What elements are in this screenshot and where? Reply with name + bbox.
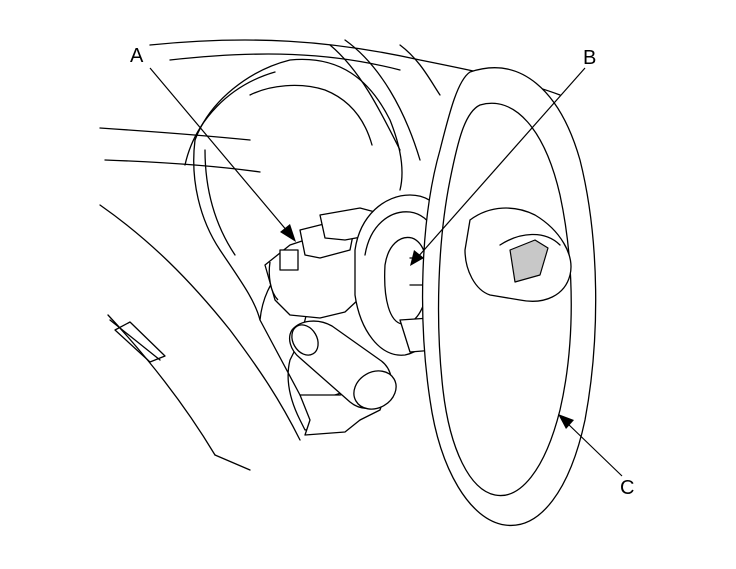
switch-lever xyxy=(289,320,397,410)
callout-c-connector: C xyxy=(620,477,635,499)
leader-c xyxy=(558,414,623,477)
callout-a-combination-switch: A xyxy=(130,45,144,67)
leader-a xyxy=(149,67,296,242)
callout-b-cable-reel: B xyxy=(583,47,597,69)
meter-hood xyxy=(184,58,403,321)
leader-b xyxy=(410,67,586,266)
steering-wheel xyxy=(421,67,597,527)
